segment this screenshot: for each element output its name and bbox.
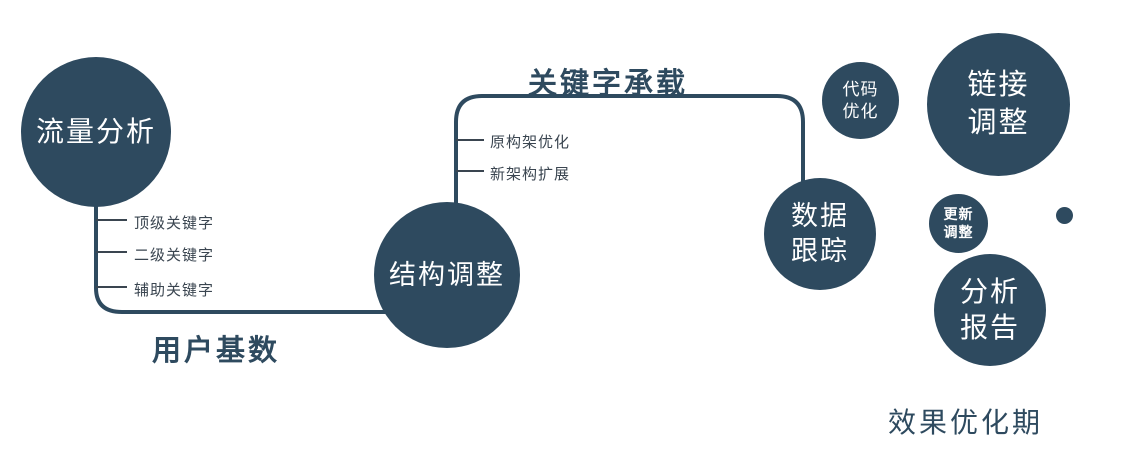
edge-label-keyword-carry: 关键字承载 [528,68,689,100]
footer-label-effect-optimization: 效果优化期 [888,407,1044,438]
node-code-optimization-line2: 优化 [842,101,879,121]
node-analysis-report: 分析 报告 [934,254,1046,366]
edge-keyword-carry-line [454,94,805,212]
edge-label-user-base: 用户基数 [152,335,281,367]
branch-label-new-architecture: 新架构扩展 [490,166,571,183]
node-update-adjustment-line2: 调整 [943,223,974,240]
node-code-optimization-line1: 代码 [842,79,879,99]
node-traffic-analysis-label: 流量分析 [35,116,156,148]
node-structure-adjustment-label: 结构调整 [389,259,505,290]
node-link-adjustment-line1: 链接 [967,69,1030,102]
branch-label-top-keyword: 顶级关键字 [134,215,215,232]
node-traffic-analysis: 流量分析 [21,57,171,207]
branch-label-secondary-keyword: 二级关键字 [134,247,215,264]
node-update-adjustment-line1: 更新 [943,205,974,222]
branch-label-original-architecture: 原构架优化 [490,134,571,151]
branch-label-auxiliary-keyword: 辅助关键字 [134,282,215,299]
node-link-adjustment: 链接 调整 [927,33,1070,176]
small-dot [1056,207,1073,224]
node-data-tracking-line1: 数据 [791,201,849,232]
node-data-tracking: 数据 跟踪 [764,178,876,290]
node-analysis-report-line2: 报告 [959,312,1020,343]
node-update-adjustment: 更新 调整 [929,194,988,253]
node-structure-adjustment: 结构调整 [374,202,520,348]
node-link-adjustment-line2: 调整 [967,106,1030,139]
node-analysis-report-line1: 分析 [959,276,1020,308]
edge-user-base-line [94,190,447,314]
node-data-tracking-line2: 跟踪 [791,236,849,266]
node-code-optimization: 代码 优化 [822,62,899,139]
